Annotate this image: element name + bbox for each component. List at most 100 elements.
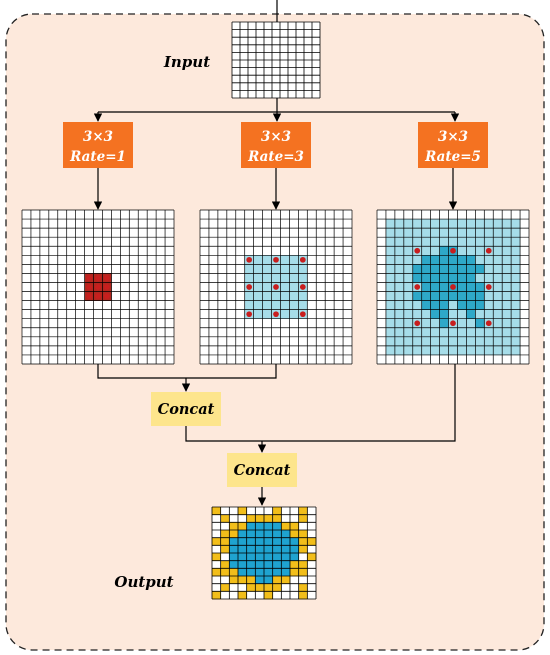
kernel-sample-dot — [246, 284, 253, 290]
grid-cell — [238, 553, 247, 561]
kernel-sample-dot — [95, 293, 101, 299]
concat-label: Concat — [234, 462, 291, 479]
grid-cell — [385, 336, 396, 347]
branch-kernel-label: 3×3 — [83, 129, 113, 145]
grid-cell — [493, 318, 503, 329]
grid-cell — [475, 246, 485, 256]
grid-cell — [511, 273, 521, 283]
grid-cell — [430, 237, 440, 247]
grid-cell — [394, 273, 405, 283]
grid-cell — [271, 291, 281, 301]
kernel-sample-dot — [450, 320, 456, 327]
grid-cell — [511, 282, 521, 292]
grid-cell — [272, 545, 282, 554]
grid-cell — [290, 568, 299, 577]
grid-cell — [385, 228, 396, 238]
grid-cell — [394, 291, 405, 301]
grid-cell — [298, 507, 308, 515]
grid-cell — [290, 522, 299, 531]
grid-cell — [466, 336, 476, 347]
grid-cell — [475, 345, 485, 356]
grid-cell — [271, 273, 281, 283]
grid-cell — [430, 291, 440, 301]
grid-cell — [466, 246, 476, 256]
grid-cell — [253, 309, 263, 320]
grid-cell — [394, 309, 405, 320]
grid-cell — [298, 273, 308, 283]
grid-cell — [448, 264, 458, 274]
grid-cell — [502, 345, 512, 356]
grid-cell — [484, 237, 494, 247]
concat-1-connectors — [97, 364, 277, 392]
grid-cell — [475, 255, 485, 265]
grid-cell — [246, 560, 256, 569]
grid-cell — [290, 553, 299, 561]
kernel-sample-dot — [104, 275, 110, 281]
grid-cell — [403, 282, 414, 292]
grid-cell — [244, 300, 254, 310]
grid-cell — [272, 568, 282, 577]
grid-cell — [484, 219, 494, 229]
grid-cell — [255, 530, 265, 538]
kernel-sample-dot — [485, 284, 492, 290]
branch-rate-5: 3×3 Rate=5 — [418, 122, 488, 168]
grid-cell — [511, 300, 521, 310]
split-connectors — [93, 98, 460, 122]
grid-cell — [290, 537, 299, 546]
grid-cell — [290, 530, 299, 538]
kernel-sample-dot — [299, 311, 306, 318]
grid-cell — [264, 560, 273, 569]
grid-cell — [253, 300, 263, 310]
grid-cell — [253, 255, 263, 265]
grid-cell — [253, 291, 263, 301]
kernel-sample-dot — [414, 284, 421, 290]
grid-cell — [246, 568, 256, 577]
grid-cell — [430, 255, 440, 265]
grid-cell — [439, 264, 449, 274]
grid-cell — [264, 583, 273, 592]
grid-cell — [457, 345, 467, 356]
grid-cell — [298, 545, 308, 554]
grid-cell — [229, 560, 239, 569]
grid-cell — [412, 300, 423, 310]
grid-cell — [502, 309, 512, 320]
grid-cell — [255, 537, 265, 546]
grid-cell — [439, 300, 449, 310]
grid-cell — [439, 318, 449, 329]
grid-cell — [466, 291, 476, 301]
kernel-sample-dot — [104, 293, 110, 299]
kernel-sample-dot — [273, 311, 279, 318]
grid-cell — [289, 255, 299, 265]
kernel-sample-dot — [485, 247, 492, 254]
grid-cell — [493, 300, 503, 310]
grid-cell — [475, 228, 485, 238]
grid-cell — [246, 583, 256, 592]
branch-kernel-label: 3×3 — [261, 129, 291, 145]
grid-cell — [430, 336, 440, 347]
grid-cell — [281, 537, 291, 546]
grid-cell — [493, 291, 503, 301]
input-grid — [231, 21, 321, 99]
kernel-sample-dot — [86, 275, 92, 281]
concat-label: Concat — [158, 401, 215, 418]
grid-cell — [466, 318, 476, 329]
grid-cell — [229, 522, 239, 531]
concat-box-1: Concat — [151, 392, 221, 426]
branch-kernel-label: 3×3 — [438, 129, 468, 145]
grid-cell — [262, 300, 272, 310]
grid-cell — [271, 264, 281, 274]
grid-cell — [229, 576, 239, 584]
feature-map-rate-3 — [199, 209, 353, 365]
grid-cell — [511, 291, 521, 301]
grid-cell — [255, 583, 265, 592]
grid-cell — [430, 282, 440, 292]
grid-cell — [412, 327, 423, 338]
grid-cell — [484, 345, 494, 356]
grid-cell — [394, 219, 405, 229]
grid-cell — [511, 246, 521, 256]
grid-cell — [264, 568, 273, 577]
grid-cell — [511, 237, 521, 247]
grid-cell — [511, 255, 521, 265]
grid-cell — [502, 246, 512, 256]
grid-cell — [484, 264, 494, 274]
